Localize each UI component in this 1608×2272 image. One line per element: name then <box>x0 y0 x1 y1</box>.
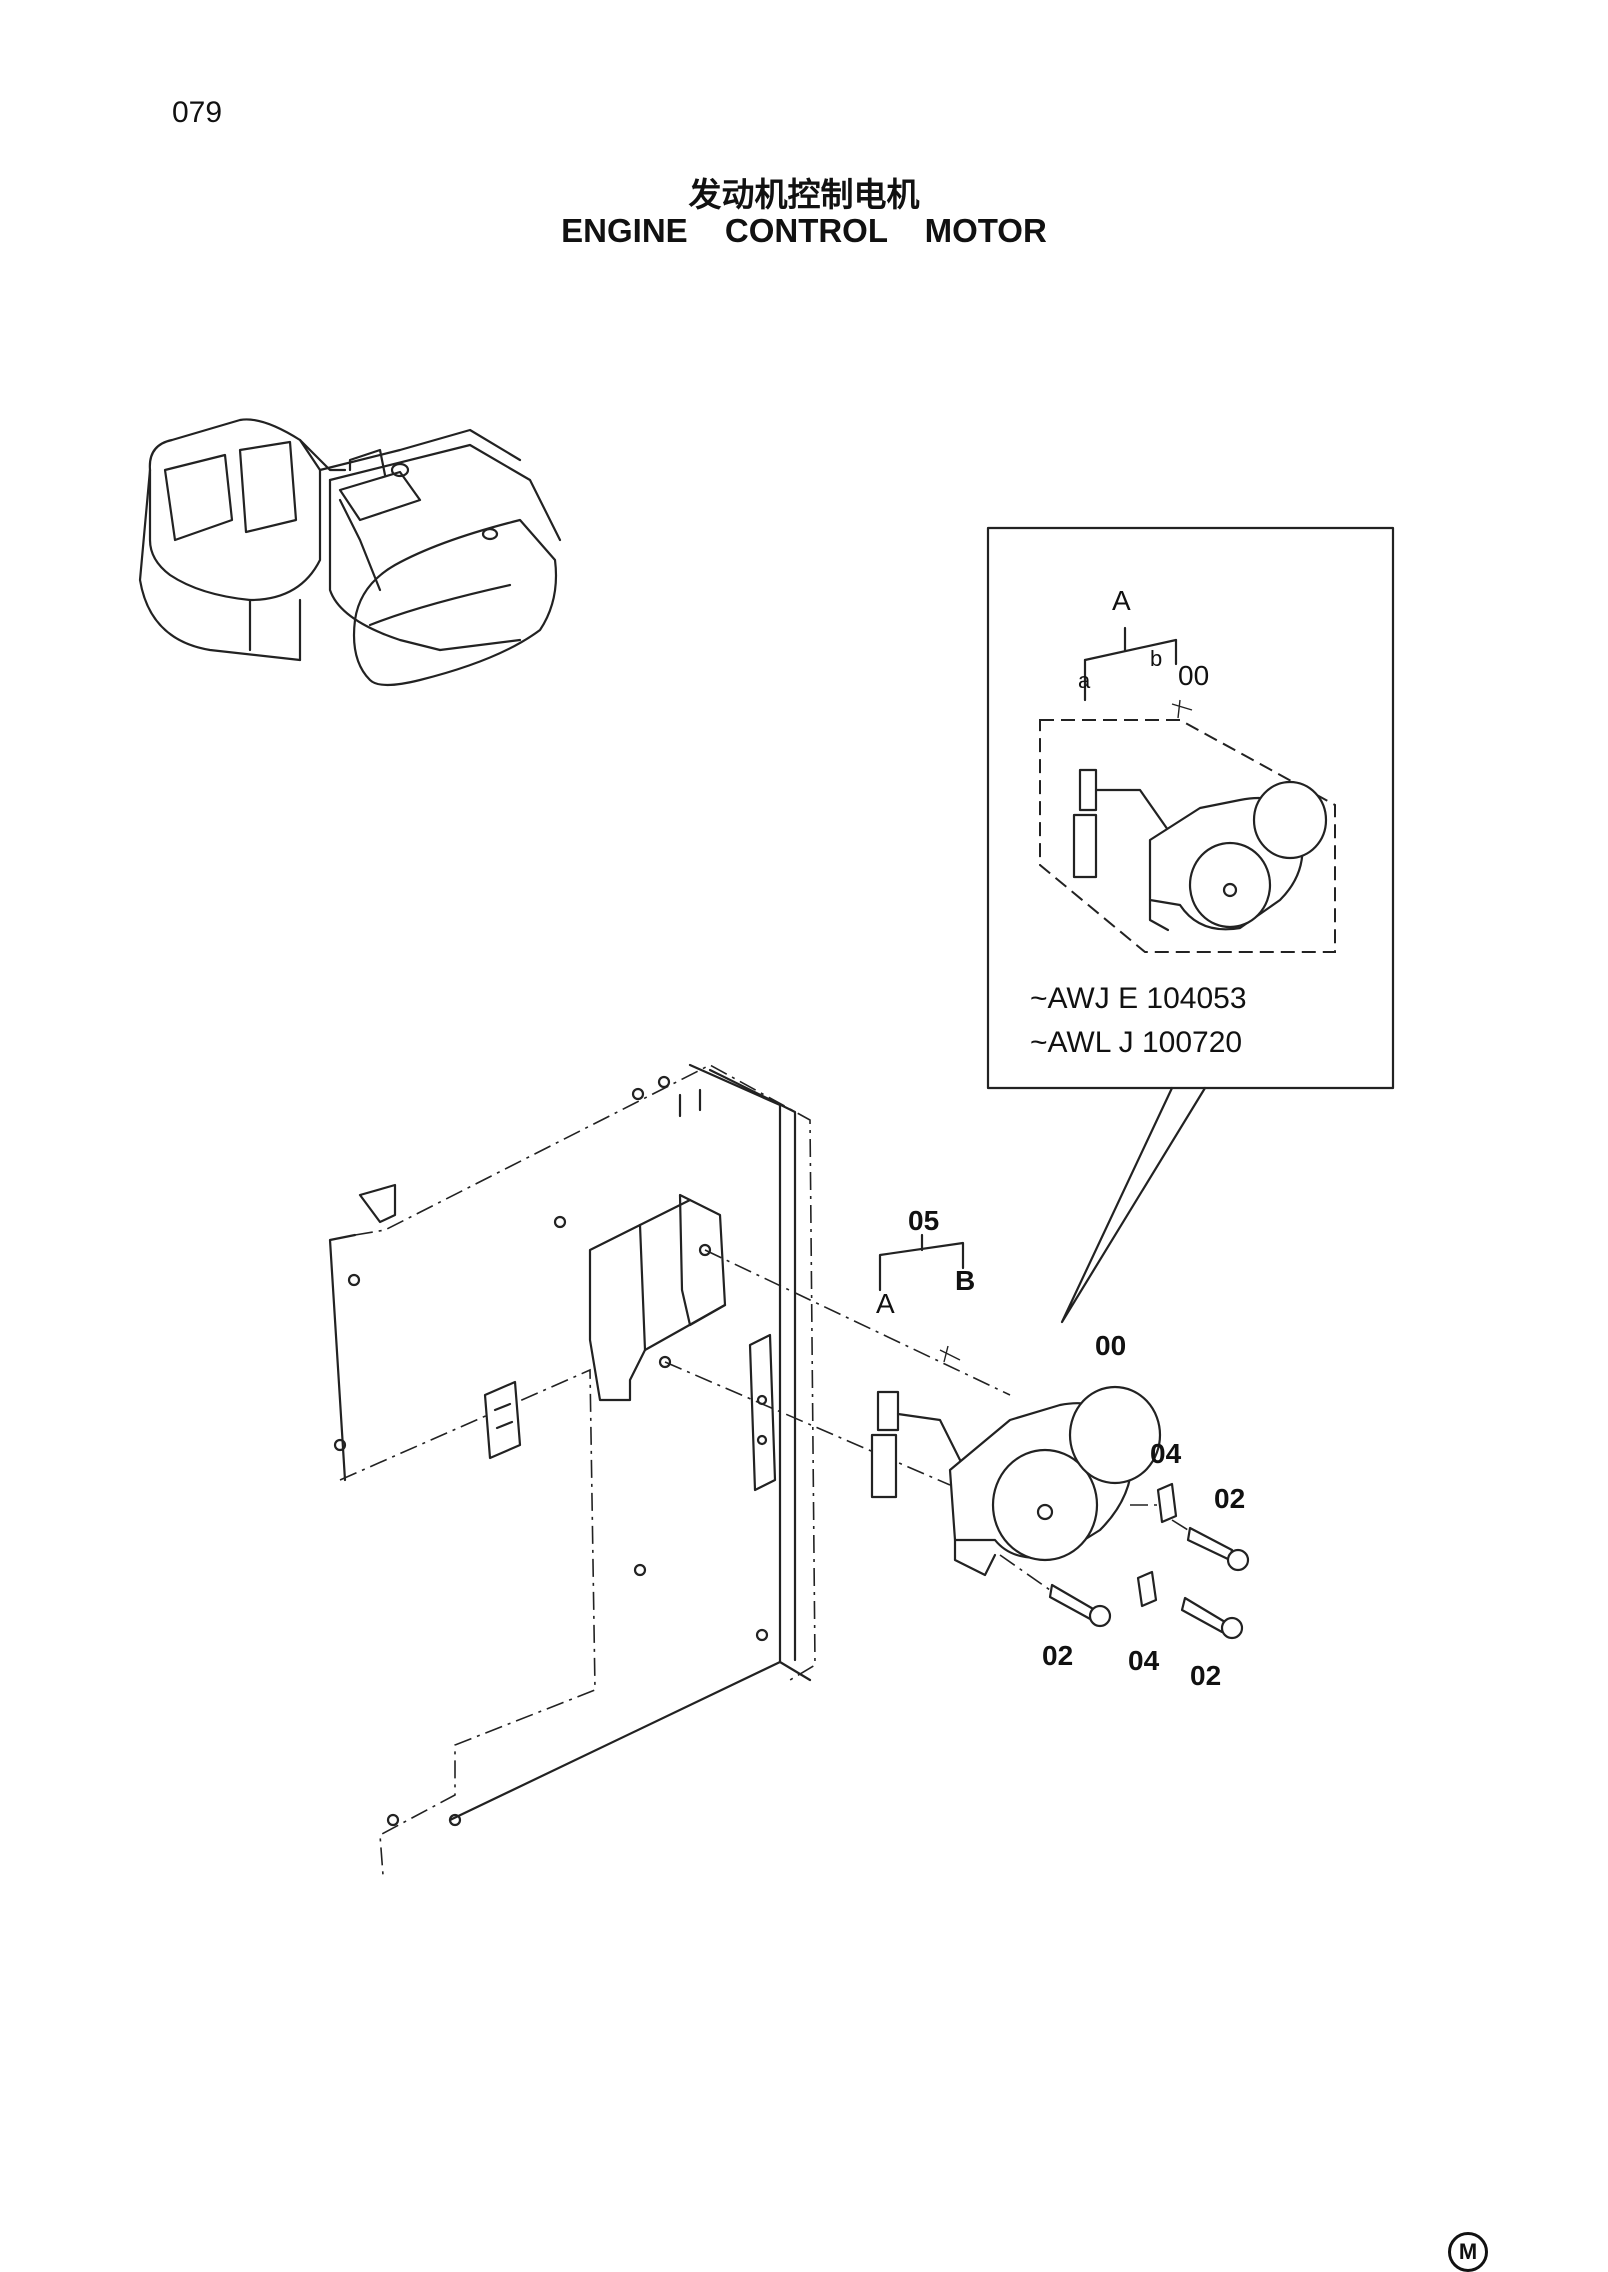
callout-00-motor: 00 <box>1095 1330 1127 1361</box>
manufacturer-logo-mark: M <box>1448 2232 1488 2272</box>
callout-05-b: B <box>955 1265 976 1296</box>
detail-part-label: 00 <box>1178 660 1210 691</box>
detail-sub-label-b: b <box>1150 646 1163 671</box>
serial-range-awj: ~AWJ E 104053 <box>1030 982 1247 1015</box>
callout-04-top: 04 <box>1150 1438 1182 1469</box>
page-title-english: ENGINE CONTROL MOTOR <box>561 212 1047 249</box>
detail-group-label: A <box>1112 585 1131 616</box>
callout-02-left: 02 <box>1042 1640 1074 1671</box>
detail-sub-label-a: a <box>1078 668 1091 693</box>
detail-inset-frame <box>986 526 1395 1324</box>
page-title-chinese: 发动机控制电机 <box>688 175 920 214</box>
callout-02-top: 02 <box>1214 1483 1246 1514</box>
callout-05: 05 <box>908 1205 940 1236</box>
mounting-bracket-illustration <box>328 1063 1011 1876</box>
engine-control-motor-illustration <box>870 1233 1250 1640</box>
page-number: 079 <box>172 96 223 129</box>
callout-04-bottom: 04 <box>1128 1645 1160 1676</box>
serial-range-awl: ~AWL J 100720 <box>1030 1026 1243 1059</box>
callout-05-a: A <box>876 1288 895 1319</box>
excavator-overview-illustration <box>138 418 562 687</box>
callout-02-bottom: 02 <box>1190 1660 1222 1691</box>
